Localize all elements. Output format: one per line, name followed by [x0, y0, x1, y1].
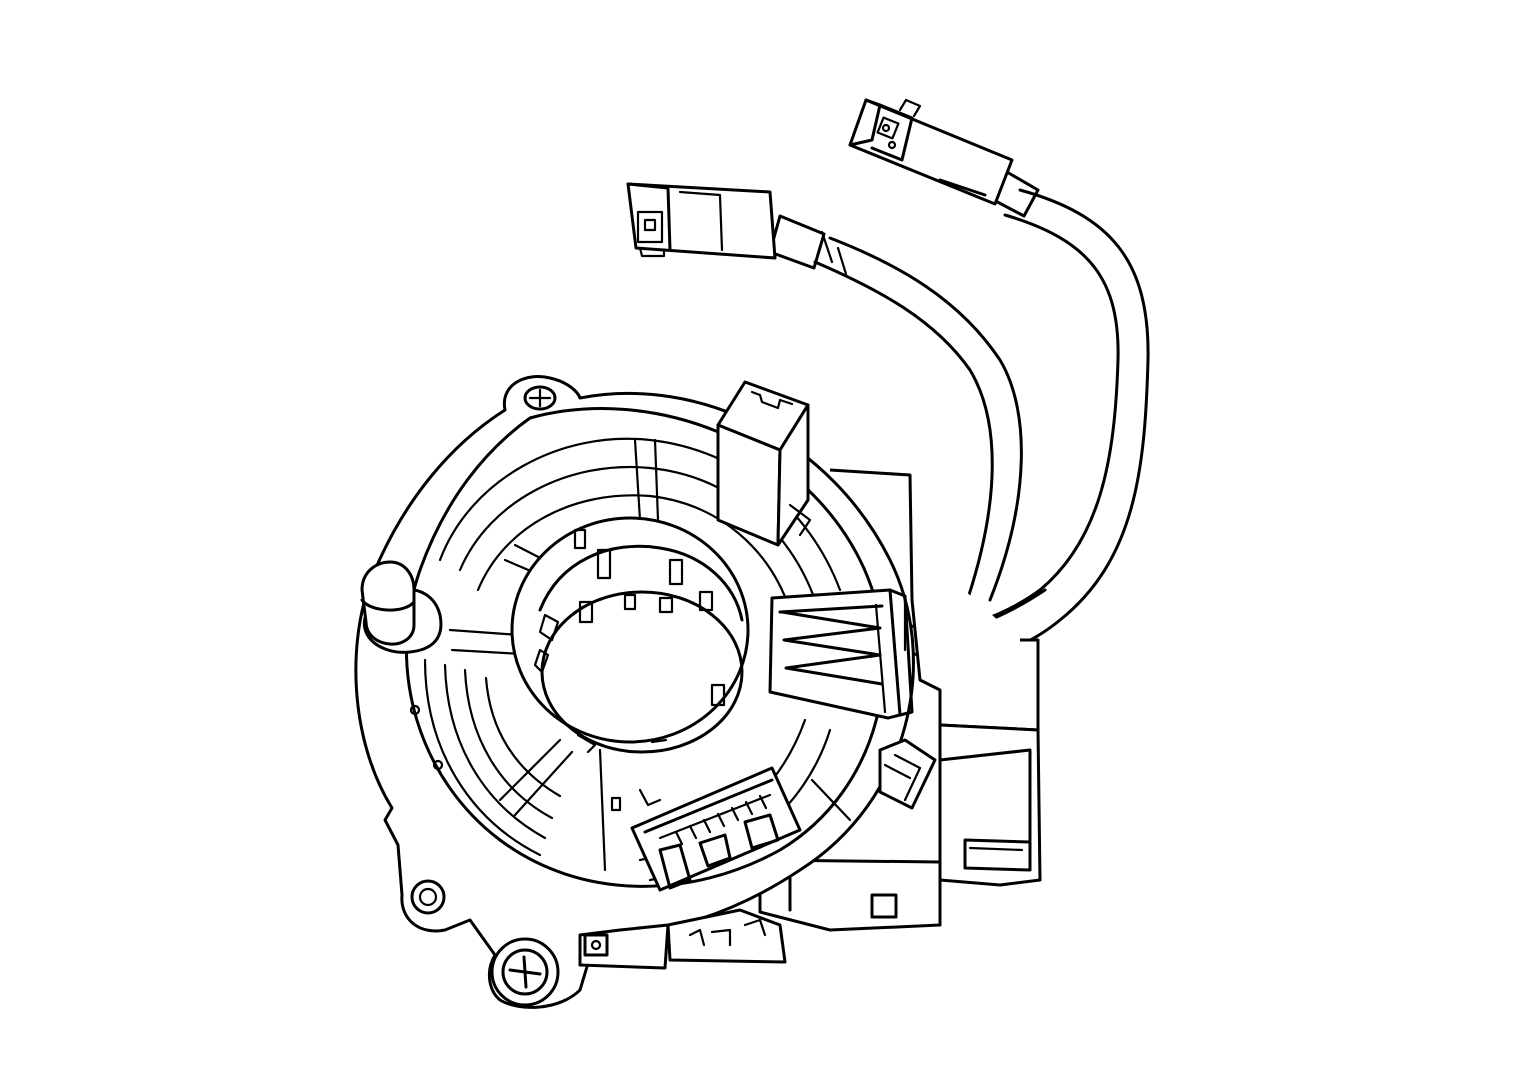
side-body: [758, 468, 1042, 932]
side-connector: [768, 588, 914, 720]
locating-pin: [360, 560, 443, 654]
center-rotor-opening: [510, 516, 750, 754]
top-connector-socket: [716, 380, 812, 547]
bottom-connector: [630, 766, 802, 892]
connector-plug-upper: [848, 98, 1014, 206]
lower-body-details: [578, 908, 787, 970]
connector-plug-left: [626, 182, 777, 260]
mounting-screw: [410, 385, 560, 1007]
right-small-connector: [878, 738, 937, 810]
